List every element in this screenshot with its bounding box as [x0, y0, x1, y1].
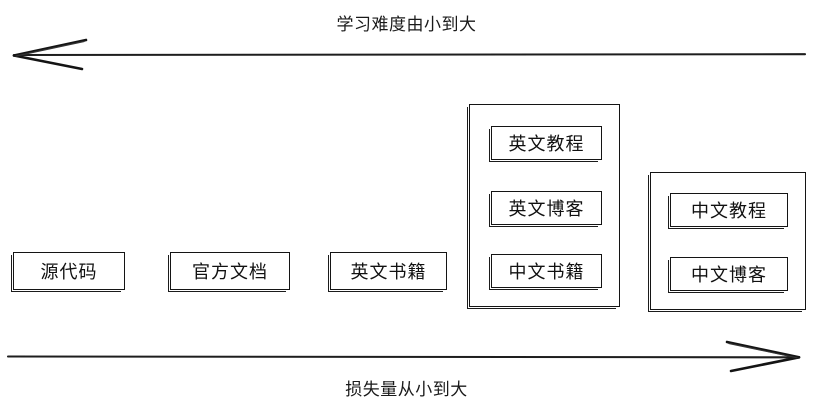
node-label: 中文书籍: [508, 262, 585, 283]
node-chinese-books[interactable]: 中文书籍: [489, 254, 602, 290]
arrow-right-icon: [6, 340, 801, 373]
node-label: 英文书籍: [350, 262, 427, 283]
node-english-tutorial[interactable]: 英文教程: [489, 126, 602, 162]
node-english-blog[interactable]: 英文博客: [489, 191, 602, 227]
english-chinese-group: 英文教程 英文博客 中文书籍: [467, 104, 620, 309]
node-official-docs[interactable]: 官方文档: [168, 252, 290, 292]
node-source-code[interactable]: 源代码: [11, 252, 125, 292]
node-label: 英文博客: [508, 199, 585, 220]
node-label: 官方文档: [192, 262, 268, 283]
bottom-axis-label: 损失量从小到大: [345, 380, 468, 400]
arrow-left-icon: [12, 38, 807, 71]
node-label: 源代码: [40, 262, 98, 283]
node-english-books[interactable]: 英文书籍: [328, 252, 447, 292]
node-label: 英文教程: [508, 134, 585, 155]
node-chinese-blog[interactable]: 中文博客: [668, 257, 788, 293]
node-label: 中文博客: [691, 265, 767, 286]
top-axis-label: 学习难度由小到大: [336, 15, 477, 35]
node-label: 中文教程: [691, 201, 767, 222]
chinese-group: 中文教程 中文博客: [648, 172, 806, 312]
node-chinese-tutorial[interactable]: 中文教程: [668, 193, 788, 229]
